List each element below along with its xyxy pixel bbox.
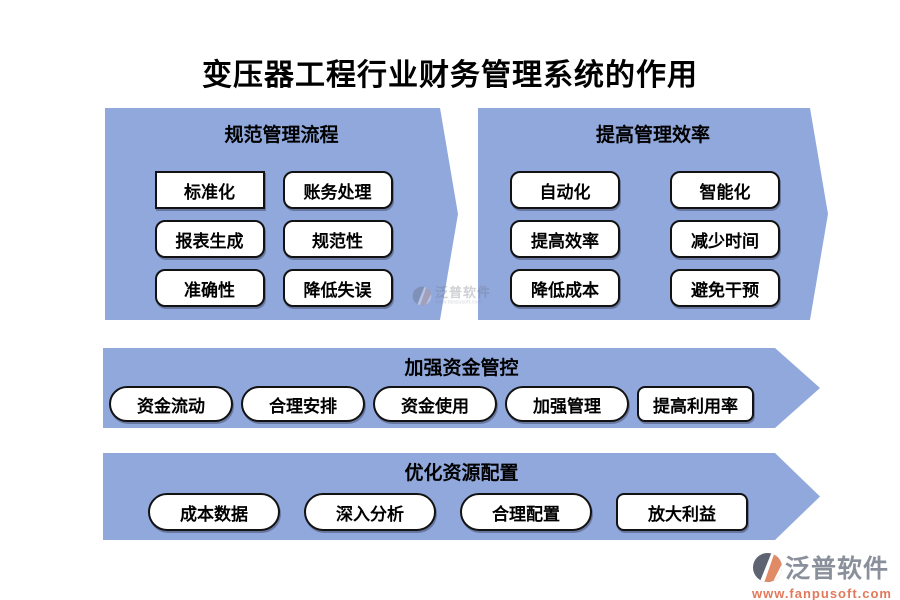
fanpu-brand-logo: 泛普软件 www.fanpusoft.com — [752, 549, 892, 600]
band-resource-optimization: 优化资源配置 成本数据 深入分析 合理配置 放大利益 — [103, 453, 820, 540]
pill-amplify-benefits: 放大利益 — [616, 493, 748, 531]
pill-fund-flow: 资金流动 — [109, 386, 233, 422]
fanpu-logo-icon — [752, 552, 782, 582]
page-title: 变压器工程行业财务管理系统的作用 — [202, 59, 698, 92]
band-fund-control-items: 资金流动 合理安排 资金使用 加强管理 提高利用率 — [103, 386, 820, 422]
fanpu-brand-url: www.fanpusoft.com — [751, 586, 892, 600]
pill-reasonable-arrangement: 合理安排 — [241, 386, 365, 422]
feature-box-reduce-time: 减少时间 — [670, 220, 780, 258]
pill-strengthen-management: 加强管理 — [505, 386, 629, 422]
center-watermark: 泛普软件 www.fanpusoft.com — [412, 286, 491, 306]
panel-standardize-grid: 标准化 账务处理 报表生成 规范性 准确性 降低失误 — [105, 171, 458, 307]
feature-box-account-processing: 账务处理 — [282, 171, 393, 209]
watermark-text: 泛普软件 www.fanpusoft.com — [435, 286, 491, 306]
feature-box-automation: 自动化 — [510, 171, 620, 209]
band-resource-header: 优化资源配置 — [404, 463, 519, 484]
fanpu-logo-icon — [412, 286, 432, 306]
pill-improve-utilization: 提高利用率 — [637, 386, 754, 422]
watermark-brand-name: 泛普软件 — [435, 285, 492, 300]
panel-efficiency-grid: 自动化 智能化 提高效率 减少时间 降低成本 避免干预 — [478, 171, 828, 307]
feature-box-improve-efficiency: 提高效率 — [510, 220, 620, 258]
feature-box-normativity: 规范性 — [282, 220, 393, 258]
band-fund-control-header: 加强资金管控 — [404, 358, 519, 379]
panel-improve-efficiency: 提高管理效率 自动化 智能化 提高效率 减少时间 降低成本 避免干预 — [478, 108, 828, 320]
feature-box-standardization: 标准化 — [154, 171, 265, 209]
feature-box-report-generation: 报表生成 — [154, 220, 265, 258]
fanpu-brand-name: 泛普软件 — [784, 555, 889, 583]
fanpu-brand-row: 泛普软件 — [752, 549, 892, 585]
pill-reasonable-allocation: 合理配置 — [460, 493, 592, 531]
panel-standardize-process: 规范管理流程 标准化 账务处理 报表生成 规范性 准确性 降低失误 — [105, 108, 458, 320]
band-fund-control: 加强资金管控 资金流动 合理安排 资金使用 加强管理 提高利用率 — [103, 348, 820, 428]
pill-deep-analysis: 深入分析 — [304, 493, 436, 531]
band-resource-items: 成本数据 深入分析 合理配置 放大利益 — [103, 493, 820, 531]
panel-efficiency-header: 提高管理效率 — [595, 125, 710, 146]
feature-box-avoid-interference: 避免干预 — [670, 269, 780, 307]
pill-fund-usage: 资金使用 — [373, 386, 497, 422]
feature-box-reduce-cost: 降低成本 — [510, 269, 620, 307]
feature-box-reduce-errors: 降低失误 — [282, 269, 393, 307]
feature-box-intelligence: 智能化 — [670, 171, 780, 209]
panel-standardize-header: 规范管理流程 — [224, 125, 339, 146]
watermark-subtext: www.fanpusoft.com — [435, 300, 482, 306]
feature-box-accuracy: 准确性 — [154, 269, 265, 307]
pill-cost-data: 成本数据 — [148, 493, 280, 531]
